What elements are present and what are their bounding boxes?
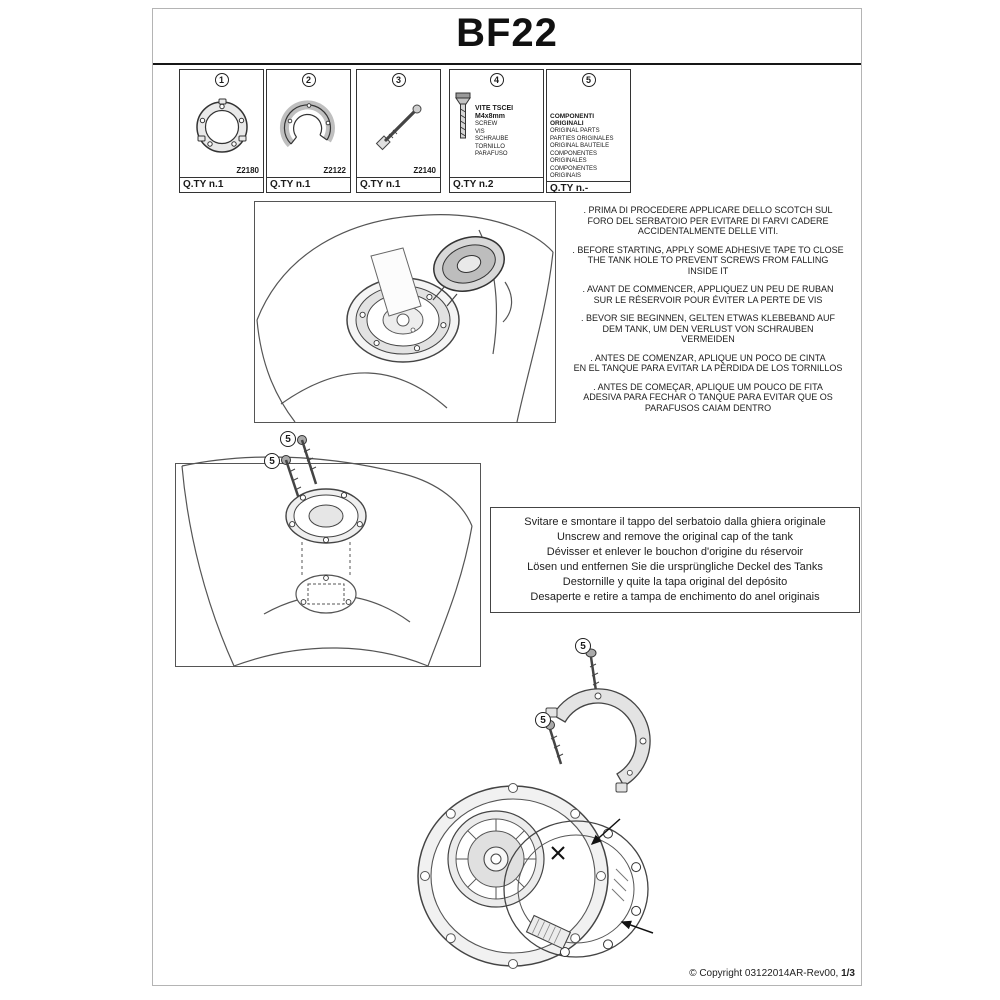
- step-line-en: Unscrew and remove the original cap of t…: [556, 531, 794, 543]
- illustration-exploded-ring: 5 5: [408, 631, 720, 979]
- bracket-icon: [267, 88, 350, 166]
- step-line-it: Svitare e smontare il tappo del serbatoi…: [524, 516, 826, 528]
- warning-text-block: . PRIMA DI PROCEDERE APPLICARE DELLO SCO…: [557, 205, 859, 421]
- warning-de: . BEVOR SIE BEGINNEN, GELTEN ETWAS KLEBE…: [580, 313, 836, 344]
- manual-page: BF22 1 Z2180: [152, 8, 862, 986]
- part-number-badge: 2: [301, 73, 316, 87]
- step-line-fr: Dévisser et enlever le bouchon d'origine…: [546, 546, 804, 558]
- warning-pt: . ANTES DE COMEÇAR, APLIQUE UM POUCO DE …: [583, 381, 833, 413]
- part-number-badge: 3: [391, 73, 406, 87]
- screw-icon: [453, 91, 473, 177]
- part-number-row: 4: [450, 70, 543, 88]
- part-number-badge: 4: [489, 73, 504, 87]
- page-number: 1/3: [841, 968, 855, 979]
- original-parts-names: ORIGINAL PARTS PARTIES ORIGINALES ORIGIN…: [550, 128, 614, 179]
- screw-names: SCREW VIS SCHRAUBE TORNILLO PARAFUSO: [475, 121, 509, 157]
- step-line-pt: Desaperte e retire a tampa de enchimento…: [530, 591, 820, 603]
- part-number-row: 1: [180, 70, 263, 88]
- warning-fr: . AVANT DE COMMENCER, APPLIQUEZ UN PEU D…: [582, 284, 834, 305]
- part-cell-2: 2 Z2122 Q.TY n.1: [266, 69, 351, 193]
- screw-cell-body: VITE TSCEI M4x8mm SCREW VIS SCHRAUBE TOR…: [450, 88, 543, 177]
- step-line-de: Lösen und entfernen Sie die ursprünglich…: [527, 561, 823, 573]
- original-parts-title: COMPONENTI ORIGINALI: [550, 113, 595, 127]
- part-qty: Q.TY n.1: [180, 177, 263, 192]
- step-instruction-box: Svitare e smontare il tappo del serbatoi…: [490, 507, 860, 613]
- part-qty: Q.TY n.-: [547, 180, 630, 196]
- copyright-text: © Copyright 03122014AR-Rev00,: [689, 968, 842, 979]
- screw-callout-badge: 5: [264, 453, 280, 469]
- part-cell-3: 3 Z2140 Q.TY n.1: [356, 69, 441, 193]
- part-qty: Q.TY n.2: [450, 177, 543, 192]
- screw-callout-badge: 5: [575, 638, 591, 654]
- flange-ring-icon: [180, 88, 263, 166]
- footer-copyright: © Copyright 03122014AR-Rev00, 1/3: [689, 968, 855, 979]
- part-number-badge: 1: [214, 73, 229, 87]
- warning-it: . PRIMA DI PROCEDERE APPLICARE DELLO SCO…: [583, 205, 833, 236]
- part-cell-5: 5 COMPONENTI ORIGINALI ORIGINAL PARTS PA…: [546, 69, 631, 196]
- part-cell-1: 1 Z2180 Q.TY n.1: [179, 69, 264, 193]
- part-number-row: 5: [547, 70, 630, 87]
- part-qty: Q.TY n.1: [357, 177, 440, 192]
- warning-es: . ANTES DE COMENZAR, APLIQUE UN POCO DE …: [573, 352, 843, 374]
- original-parts-cell-body: COMPONENTI ORIGINALI ORIGINAL PARTS PART…: [547, 87, 630, 181]
- part-number-row: 3: [357, 70, 440, 88]
- screw-title: VITE TSCEI M4x8mm: [475, 105, 514, 120]
- illustration-tank-open-cap: [254, 201, 556, 423]
- part-code: Z2180: [236, 166, 259, 175]
- part-code: Z2122: [323, 166, 346, 175]
- step-line-es: Destornille y quite la tapa original del…: [562, 576, 788, 588]
- part-code: Z2140: [413, 166, 436, 175]
- part-qty: Q.TY n.1: [267, 177, 350, 192]
- part-number-row: 2: [267, 70, 350, 88]
- screw-labels: VITE TSCEI M4x8mm SCREW VIS SCHRAUBE TOR…: [473, 91, 541, 177]
- part-cell-4: 4 VITE TSCEI M4x8mm: [449, 69, 544, 193]
- title-divider: [153, 63, 861, 65]
- parts-table: 1 Z2180 Q.TY n.1: [179, 69, 631, 196]
- part-number-badge: 5: [581, 73, 596, 87]
- page-title: BF22: [456, 11, 558, 55]
- rod-screw-icon: [357, 88, 440, 166]
- illustration-tank-flange: 5 5: [175, 431, 481, 667]
- screw-callout-badge: 5: [535, 712, 551, 728]
- warning-en: . BEFORE STARTING, APPLY SOME ADHESIVE T…: [572, 244, 844, 276]
- screw-callout-badge: 5: [280, 431, 296, 447]
